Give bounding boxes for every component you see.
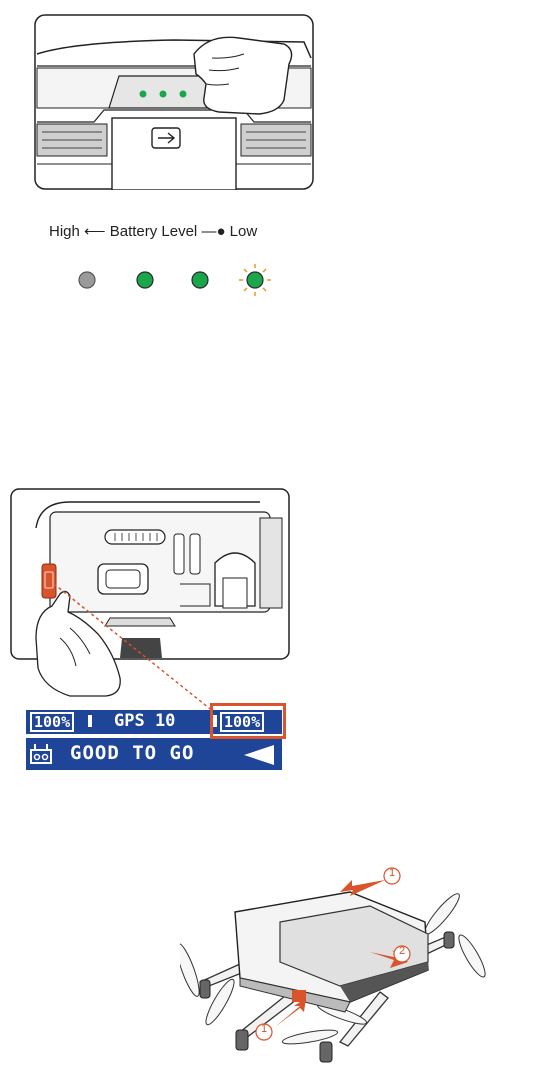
step-marker-2: 2 bbox=[397, 945, 407, 957]
led-indicator-on bbox=[192, 272, 208, 288]
led-2 bbox=[160, 91, 167, 98]
battery-closeup-figure bbox=[34, 14, 314, 190]
signal-wedge-icon bbox=[242, 744, 276, 766]
battery-led-row bbox=[70, 262, 285, 302]
battery-legend: High ⟵ Battery Level —● Low bbox=[49, 222, 257, 242]
legend-high: High bbox=[49, 223, 80, 240]
gps-readout: GPS 10 bbox=[114, 711, 175, 731]
led-1 bbox=[140, 91, 147, 98]
drone-battery-highlight bbox=[210, 703, 286, 739]
led-indicator-off bbox=[79, 272, 95, 288]
legend-low: Low bbox=[230, 223, 258, 240]
arrow-left-icon: ⟵ bbox=[84, 223, 106, 240]
drone-battery-insertion-figure: 1 2 1 bbox=[180, 852, 500, 1070]
step-marker-1-bottom: 1 bbox=[259, 1023, 269, 1035]
battery-tip-icon bbox=[88, 715, 92, 727]
led-3 bbox=[180, 91, 187, 98]
line-dot-icon: —● bbox=[201, 223, 225, 240]
status-readout: GOOD TO GO bbox=[70, 742, 194, 764]
led-indicator-blinking bbox=[247, 272, 263, 288]
step-marker-1-top: 1 bbox=[387, 867, 397, 879]
controller-battery-readout: 100% bbox=[30, 712, 74, 732]
callout-leader-line bbox=[50, 580, 220, 720]
remote-controller-icon bbox=[30, 743, 52, 765]
led-indicator-on bbox=[137, 272, 153, 288]
legend-label: Battery Level bbox=[110, 223, 198, 240]
